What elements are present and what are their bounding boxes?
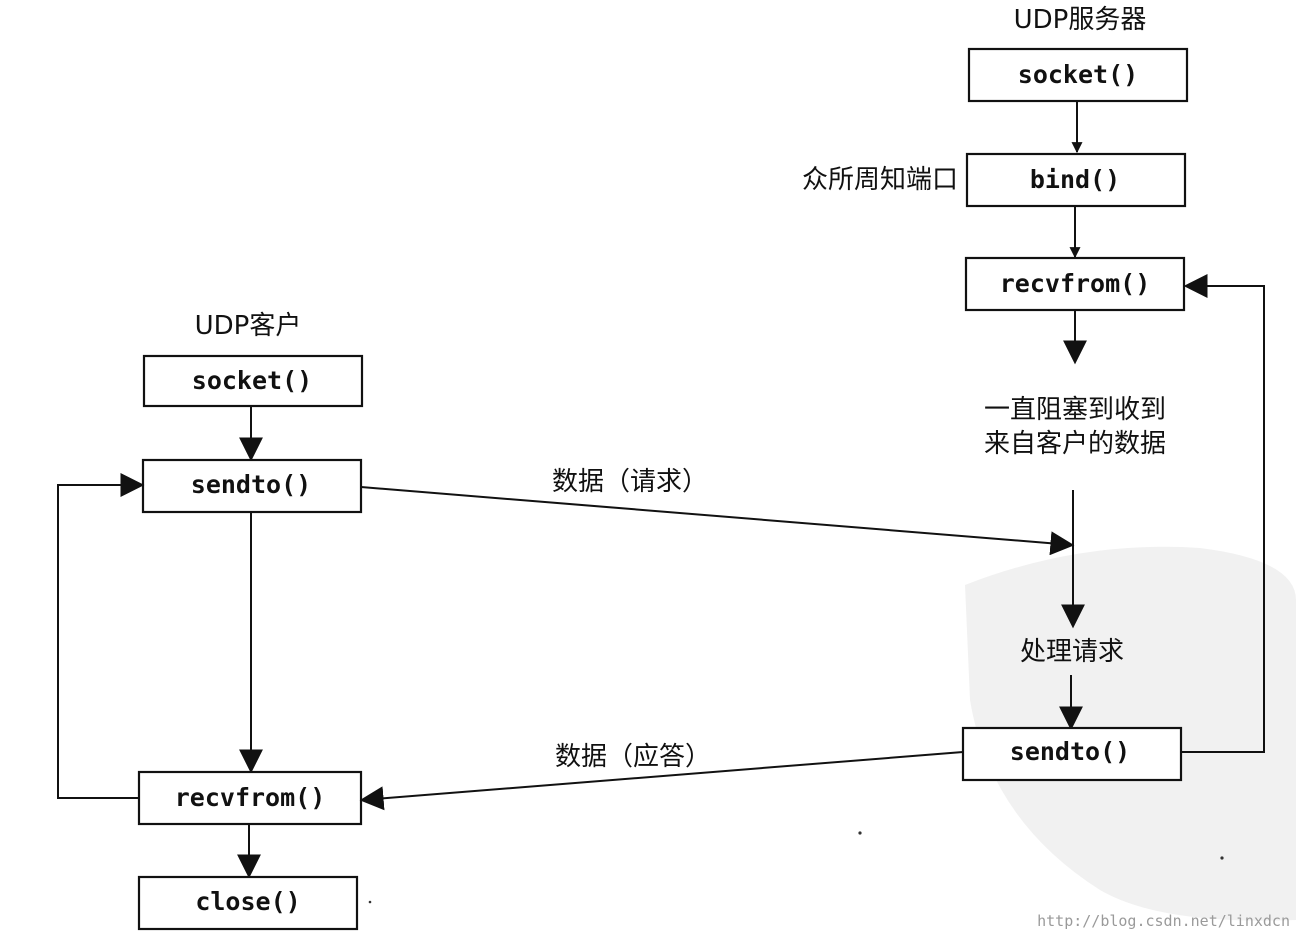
server-recvfrom-label: recvfrom() bbox=[1000, 269, 1151, 298]
client-title: UDP客户 bbox=[195, 311, 302, 341]
client-sendto-label: sendto() bbox=[191, 470, 311, 499]
server-bind-box: bind() bbox=[965, 152, 1187, 208]
server-recvfrom-box: recvfrom() bbox=[964, 256, 1186, 312]
scan-speck bbox=[858, 831, 862, 835]
client-socket-box: socket() bbox=[142, 354, 364, 408]
server-bind-note: 众所周知端口 bbox=[802, 165, 958, 195]
reply-message-arrow bbox=[359, 751, 964, 811]
server-bind-label: bind() bbox=[1030, 165, 1120, 194]
client-recvfrom-label: recvfrom() bbox=[175, 783, 326, 812]
request-message-label: 数据（请求） bbox=[552, 467, 708, 497]
reply-message-label: 数据（应答） bbox=[555, 742, 711, 772]
server-sendto-label: sendto() bbox=[1010, 737, 1130, 766]
client-loop-back-arrow bbox=[57, 473, 145, 799]
server-process-note: 处理请求 bbox=[1020, 637, 1124, 667]
client-close-box: close() bbox=[137, 875, 359, 931]
scan-speck bbox=[1220, 856, 1224, 860]
server-sendto-box: sendto() bbox=[961, 726, 1183, 782]
client-socket-label: socket() bbox=[192, 366, 312, 395]
server-socket-box: socket() bbox=[967, 47, 1189, 103]
server-block-note-line2: 来自客户的数据 bbox=[984, 429, 1166, 459]
url-watermark: http://blog.csdn.net/linxdcn bbox=[1037, 912, 1290, 930]
client-sendto-box: sendto() bbox=[141, 458, 363, 514]
scan-speck bbox=[368, 900, 372, 904]
client-close-label: close() bbox=[195, 887, 300, 916]
server-block-note-line1: 一直阻塞到收到 bbox=[984, 395, 1166, 425]
client-recvfrom-box: recvfrom() bbox=[137, 770, 363, 826]
server-socket-label: socket() bbox=[1018, 60, 1138, 89]
server-loop-back-arrow bbox=[1181, 274, 1265, 753]
server-title: UDP服务器 bbox=[1014, 5, 1147, 35]
request-message-arrow bbox=[360, 486, 1075, 556]
